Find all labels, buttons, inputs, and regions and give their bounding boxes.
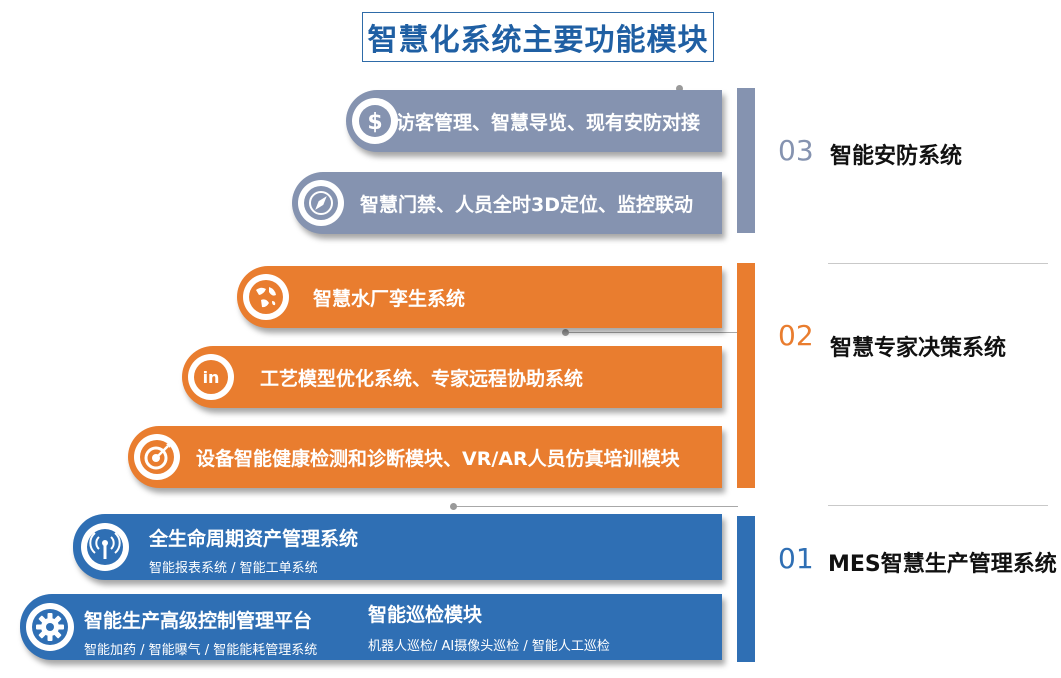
module-subtext: 智能加药 / 智能曝气 / 智能能耗管理系统 [84, 643, 318, 658]
section-03-bar [737, 88, 755, 233]
module-text: 设备智能健康检测和诊断模块、VR/AR人员仿真培训模块 [196, 447, 680, 470]
section-02-bar [737, 263, 755, 488]
module-subtext: 智能报表系统 / 智能工单系统 [149, 561, 318, 576]
svg-text:in: in [203, 368, 220, 387]
module-text: 工艺模型优化系统、专家远程协助系统 [260, 367, 584, 390]
section-number: 01 [778, 542, 814, 575]
section-label: MES智慧生产管理系统 [828, 552, 1057, 577]
dollar-icon: $ [352, 98, 398, 144]
divider [828, 505, 1048, 506]
module-text: 访客管理、智慧导览、现有安防对接 [396, 111, 701, 134]
module-bar: 智慧水厂孪生系统 [237, 266, 722, 328]
compass-icon [298, 180, 344, 226]
section-number: 03 [778, 134, 814, 167]
connector-line [566, 332, 738, 333]
connector-line [454, 506, 738, 507]
connector-dot [562, 329, 569, 336]
module-bar: 智能生产高级控制管理平台 智能加药 / 智能曝气 / 智能能耗管理系统 智能巡检… [20, 594, 722, 660]
section-label: 智能安防系统 [830, 144, 963, 169]
connector-dot [450, 503, 457, 510]
target-icon [134, 434, 180, 480]
linkedin-icon: in [188, 354, 234, 400]
module-text: 智慧水厂孪生系统 [313, 287, 466, 310]
module-bar: 全生命周期资产管理系统 智能报表系统 / 智能工单系统 [73, 514, 722, 580]
divider [828, 263, 1048, 264]
section-01-bar [737, 516, 755, 662]
section-label: 智慧专家决策系统 [830, 336, 1007, 361]
module-bar: $ 访客管理、智慧导览、现有安防对接 [346, 90, 722, 152]
svg-text:$: $ [367, 110, 382, 135]
module-text: 智能生产高级控制管理平台 [84, 610, 313, 632]
module-subtext: 机器人巡检/ AI摄像头巡检 / 智能人工巡检 [368, 639, 610, 654]
broadcast-icon [81, 523, 129, 571]
page-title: 智慧化系统主要功能模块 [362, 12, 714, 62]
module-bar: 设备智能健康检测和诊断模块、VR/AR人员仿真培训模块 [128, 426, 722, 488]
connector-dot [676, 85, 683, 92]
module-text: 智慧门禁、人员全时3D定位、监控联动 [360, 193, 693, 216]
module-bar: in 工艺模型优化系统、专家远程协助系统 [182, 346, 722, 408]
module-text: 全生命周期资产管理系统 [149, 528, 359, 550]
module-bar: 智慧门禁、人员全时3D定位、监控联动 [292, 172, 722, 234]
gear-icon [26, 603, 74, 651]
globe-icon [243, 274, 289, 320]
section-number: 02 [778, 319, 814, 352]
module-text: 智能巡检模块 [368, 604, 483, 626]
